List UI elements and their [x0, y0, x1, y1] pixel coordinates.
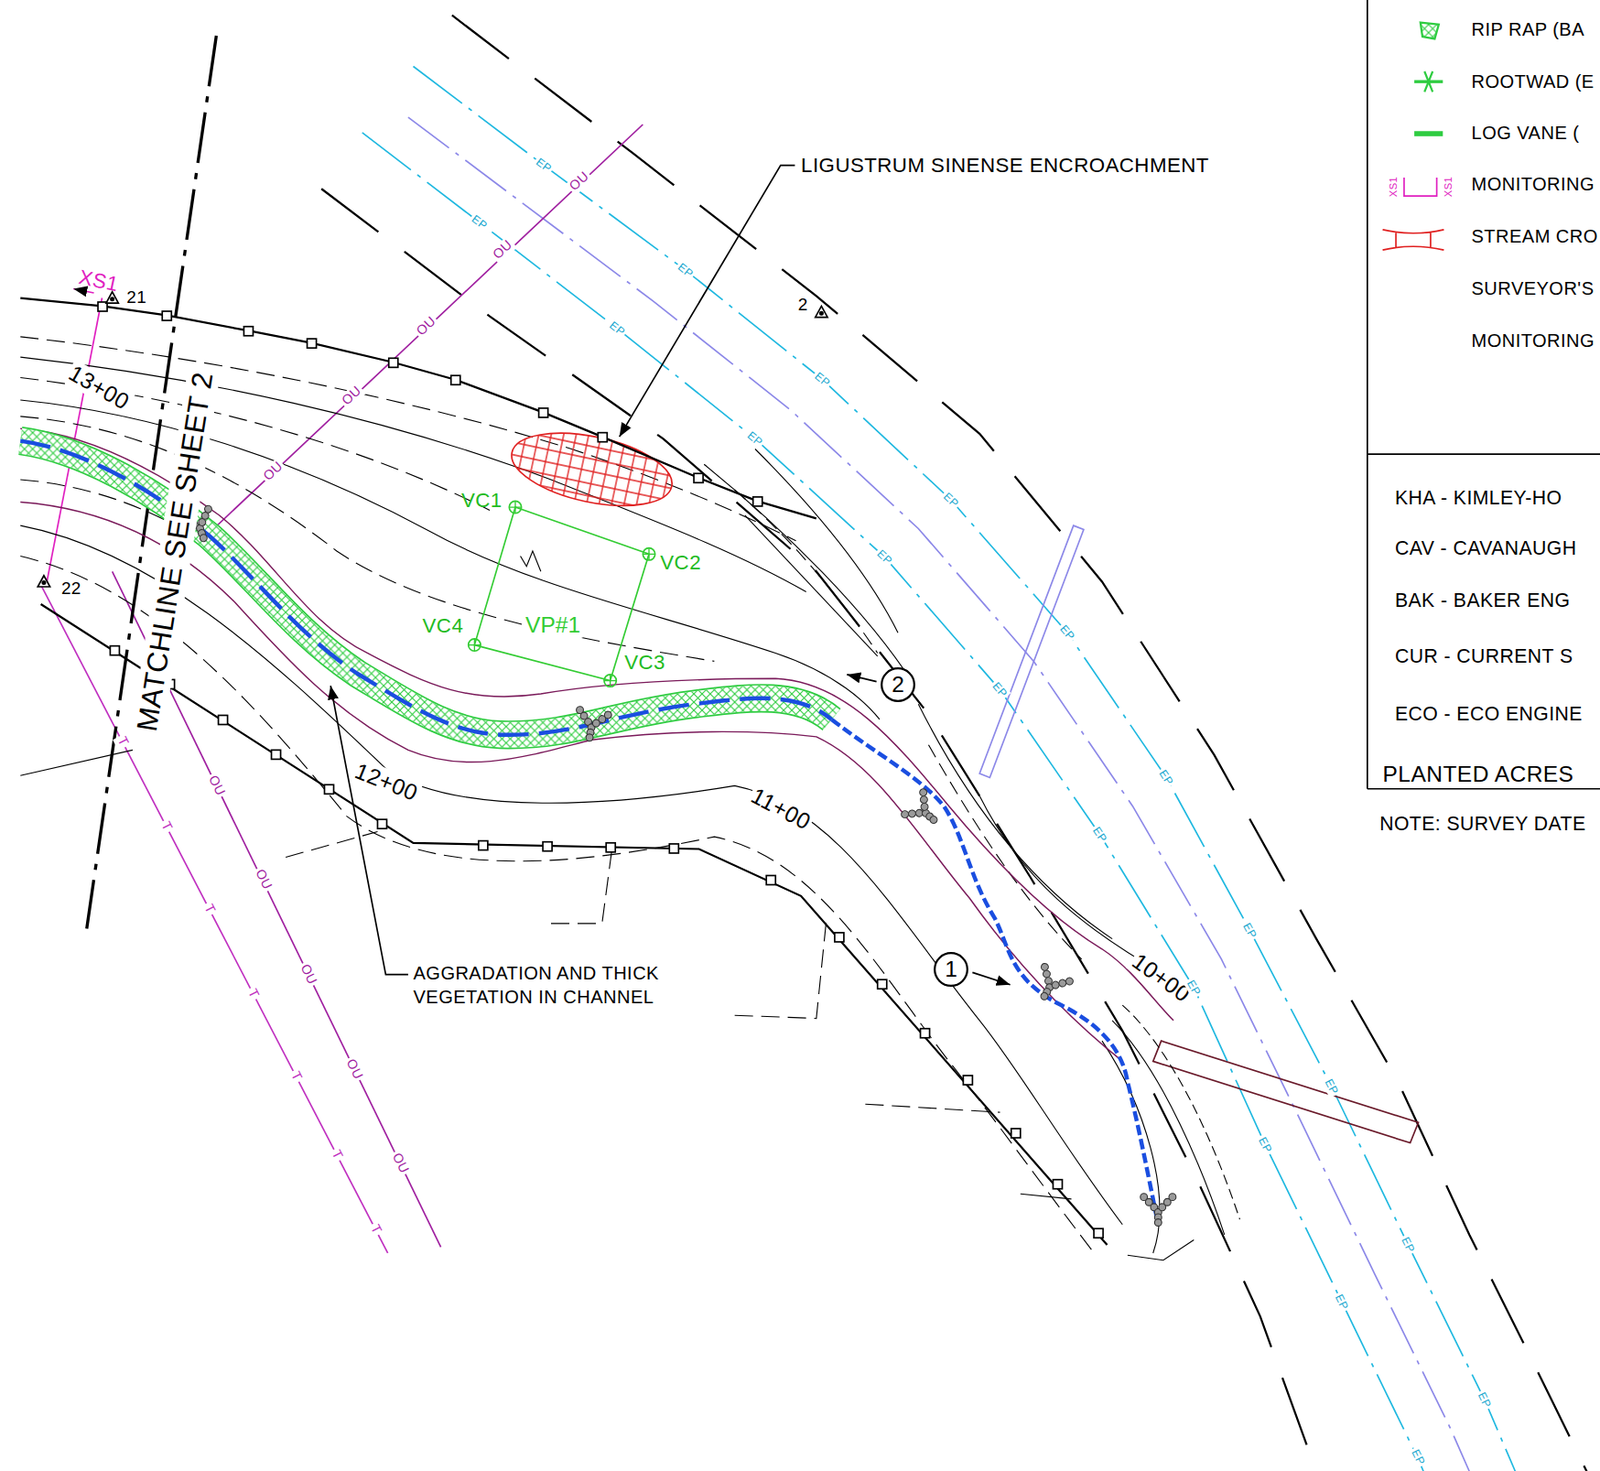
- annotation-label: T: [366, 1220, 386, 1239]
- annotation-label: VC2: [659, 551, 702, 575]
- annotation-label: 22: [61, 578, 82, 599]
- callout-circle: 1: [933, 951, 969, 987]
- annotation-label: 2: [798, 294, 809, 315]
- annotation-label: VC4: [422, 614, 465, 638]
- annotation-label: PLANTED ACRES: [1383, 761, 1575, 788]
- legend-text: SURVEYOR'S: [1471, 278, 1595, 300]
- property-fence: [20, 298, 1107, 1246]
- annotation-label: OU: [388, 1148, 413, 1179]
- annotation-label: T: [199, 899, 219, 919]
- annotation-label: BAK - BAKER ENG: [1394, 589, 1571, 612]
- annotation-label: OU: [488, 236, 518, 265]
- callout-circle: 2: [880, 667, 916, 703]
- annotation-label: LIGUSTRUM SINENSE ENCROACHMENT: [800, 153, 1210, 178]
- annotation-label: VC1: [461, 488, 503, 513]
- annotation-label: OU: [250, 864, 276, 895]
- annotation-label: EP: [467, 211, 492, 234]
- annotation-label: 21: [126, 287, 147, 308]
- annotation-label: EP: [1321, 1074, 1342, 1099]
- annotation-label: EP: [1407, 1445, 1428, 1470]
- annotation-label: XS1: [76, 265, 121, 297]
- legend-symbol: [1383, 22, 1445, 251]
- annotation-label: OU: [204, 771, 229, 801]
- legend-text: MONITORING: [1471, 330, 1596, 352]
- annotation-label: OU: [337, 381, 367, 411]
- annotation-label: CUR - CURRENT S: [1394, 645, 1574, 668]
- annotation-label: T: [286, 1067, 306, 1086]
- legend-text: RIP RAP (BA: [1471, 19, 1585, 41]
- annotation-label: T: [243, 984, 263, 1004]
- plot-outline: [474, 507, 650, 682]
- annotation-label: KHA - KIMLEY-HO: [1394, 486, 1562, 509]
- annotation-label: XS1: [1441, 176, 1454, 197]
- annotation-label: AGGRADATION AND THICK VEGETATION IN CHAN…: [412, 962, 683, 1009]
- rock-vane: [176, 504, 1177, 1226]
- annotation-label: EP: [1155, 766, 1178, 790]
- annotation-label: XS1: [1387, 176, 1400, 197]
- culvert: [1153, 1040, 1419, 1143]
- legend-text: LOG VANE (: [1471, 122, 1580, 144]
- annotation-label: OU: [295, 960, 321, 990]
- encroachment-area: [505, 420, 679, 519]
- edge-of-pavement: [362, 65, 1516, 1471]
- telephone-line: [41, 584, 389, 1254]
- annotation-label: 10+00: [1125, 947, 1198, 1009]
- legend-text: ROOTWAD (E: [1471, 71, 1595, 93]
- annotation-label: EP: [1254, 1133, 1276, 1157]
- annotation-label: EP: [605, 317, 630, 340]
- annotation-label: EP: [1239, 918, 1261, 943]
- callout-number: 2: [891, 672, 905, 698]
- survey-point: [37, 291, 828, 587]
- annotation-label: EP: [1397, 1232, 1418, 1257]
- vegetation-plot: VP#1: [474, 507, 650, 682]
- annotation-label: EP: [673, 259, 698, 282]
- legend-panel: [1367, 0, 1600, 790]
- annotation-label: EP: [1331, 1290, 1352, 1315]
- leader-line: [330, 165, 1010, 985]
- annotation-label: OU: [411, 312, 441, 341]
- plot-label: VP#1: [523, 613, 583, 638]
- annotation-label: EP: [1089, 822, 1112, 847]
- annotation-label: 12+00: [349, 756, 424, 807]
- annotation-label: OU: [565, 167, 595, 196]
- legend-text: STREAM CRO: [1471, 226, 1599, 248]
- annotation-label: NOTE: SURVEY DATE: [1379, 812, 1586, 835]
- contour-lines: [20, 336, 1240, 1261]
- annotation-label: CAV - CAVANAUGH: [1394, 537, 1578, 560]
- annotation-label: EP: [1474, 1388, 1495, 1413]
- annotation-label: T: [156, 817, 176, 836]
- culvert: [979, 525, 1084, 778]
- annotation-label: OU: [341, 1054, 367, 1084]
- annotation-label: ECO - ECO ENGINE: [1394, 702, 1583, 725]
- annotation-label: 13+00: [62, 358, 136, 416]
- annotation-label: 11+00: [745, 781, 817, 837]
- legend-text: MONITORING: [1471, 174, 1596, 196]
- annotation-label: VC3: [624, 650, 666, 675]
- callout-number: 1: [944, 957, 958, 983]
- annotation-label: T: [326, 1145, 346, 1165]
- annotation-label: EP: [531, 153, 556, 176]
